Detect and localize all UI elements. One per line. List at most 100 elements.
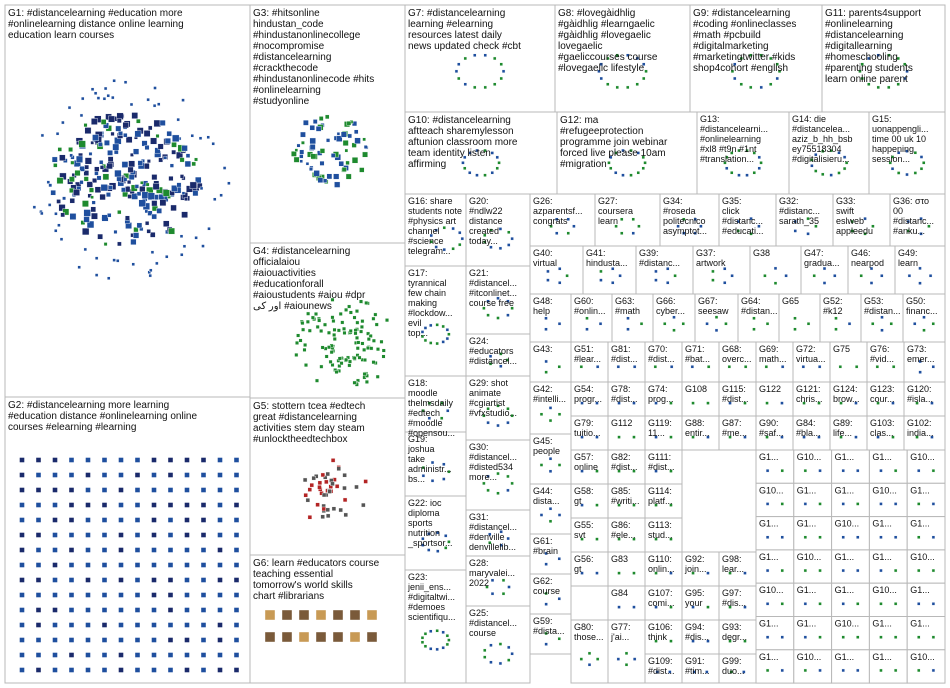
cell-node <box>769 83 772 86</box>
group-label: G1... <box>910 485 930 495</box>
group-label-line: #tim... <box>685 666 710 676</box>
g5-node <box>328 490 332 494</box>
g5-node <box>342 486 346 490</box>
g1-node <box>137 223 142 228</box>
g2-node <box>102 488 107 493</box>
cell-node <box>475 174 478 177</box>
group-label-line: duo... <box>722 666 745 676</box>
cell-node <box>617 365 620 368</box>
cell-node <box>558 514 561 517</box>
g1-node <box>152 174 157 179</box>
g1-node <box>223 167 226 170</box>
cell-node <box>436 629 439 632</box>
g2-node <box>135 503 140 508</box>
g4-node <box>339 312 343 316</box>
group-label-line: #distancel... <box>469 618 517 628</box>
cell-node <box>758 167 761 170</box>
cell-node <box>625 652 628 655</box>
group-label-line: activities stem day steam <box>253 423 365 434</box>
g2-node <box>234 593 239 598</box>
cell-node <box>632 218 635 221</box>
group-label-line: G22: ioc <box>408 498 442 508</box>
g2-node <box>185 638 190 643</box>
cell-node <box>781 636 784 639</box>
g1-node <box>172 135 179 142</box>
g2-node <box>86 518 91 523</box>
cell-node <box>730 171 733 174</box>
group-label-line: G68: <box>722 344 742 354</box>
group-label-line: coursera <box>598 206 633 216</box>
g2-node <box>20 473 25 478</box>
cell-node <box>879 536 882 539</box>
cell-node <box>752 328 755 331</box>
g2-node <box>218 578 223 583</box>
group-label-line: great #distancelearning <box>253 412 357 423</box>
cell-node <box>491 579 494 582</box>
group-label-line: #distancelearning <box>253 52 331 63</box>
g4-node <box>332 333 336 337</box>
g2-node <box>234 473 239 478</box>
cell-node <box>632 436 635 439</box>
cell-node <box>892 365 895 368</box>
cell-node <box>763 274 766 277</box>
cell-node <box>498 161 501 164</box>
group-label-line: #distanc... <box>639 258 680 268</box>
cell-node <box>600 77 603 80</box>
cell-node <box>567 232 570 235</box>
g2-node <box>69 473 74 478</box>
g1-node <box>92 135 98 141</box>
cell-node <box>455 70 458 73</box>
g1-node <box>212 142 215 145</box>
cell-node <box>842 536 845 539</box>
cell-node <box>572 225 575 228</box>
cell-node <box>920 167 923 170</box>
g4-node <box>308 329 312 333</box>
group-label-line: G23: <box>408 572 428 582</box>
cell-node <box>483 649 486 652</box>
g1-node <box>151 251 154 254</box>
g2-node <box>201 488 206 493</box>
g2-node <box>135 533 140 538</box>
g1-node <box>139 186 145 192</box>
group-label-line: #distanc... <box>779 206 820 216</box>
group-label-line: G102: <box>907 418 932 428</box>
cell-node <box>421 636 424 639</box>
cell-node <box>881 316 884 319</box>
g3-node <box>345 149 348 152</box>
group-label-line: G77: <box>611 622 631 632</box>
cell-node <box>558 281 561 284</box>
cell-node <box>431 479 434 482</box>
g2-node <box>119 458 124 463</box>
cell-node <box>461 161 464 164</box>
cell-node <box>625 663 628 666</box>
cell-node <box>807 322 810 325</box>
cell-node <box>457 63 460 66</box>
cell-node <box>446 409 449 412</box>
group-label: G98:lear... <box>722 554 744 574</box>
g4-node <box>367 337 371 341</box>
g5-node <box>312 476 316 480</box>
group-label: G124:brow... <box>833 384 860 404</box>
group-label-line: platf... <box>648 496 673 506</box>
g4-node <box>353 381 357 385</box>
g2-node <box>119 473 124 478</box>
group-label-line: aftunion classroom more <box>408 137 518 148</box>
g2-node <box>119 518 124 523</box>
g1-node <box>99 160 103 164</box>
g2-node <box>36 608 41 613</box>
group-label-line: G44: <box>533 486 553 496</box>
group-label-line: #distancel... <box>469 356 517 366</box>
group-label-line: G17: <box>408 268 428 278</box>
cell-node <box>606 83 609 86</box>
g1-node <box>52 157 57 162</box>
cell-node <box>879 602 882 605</box>
group-label-line: G33: <box>836 196 856 206</box>
g1-node <box>97 176 101 180</box>
g2-node <box>20 533 25 538</box>
group-label-line: G1... <box>910 519 930 529</box>
cell-node <box>740 83 743 86</box>
g1-node <box>171 205 177 211</box>
g1-node <box>177 183 181 187</box>
cell-node <box>691 365 694 368</box>
